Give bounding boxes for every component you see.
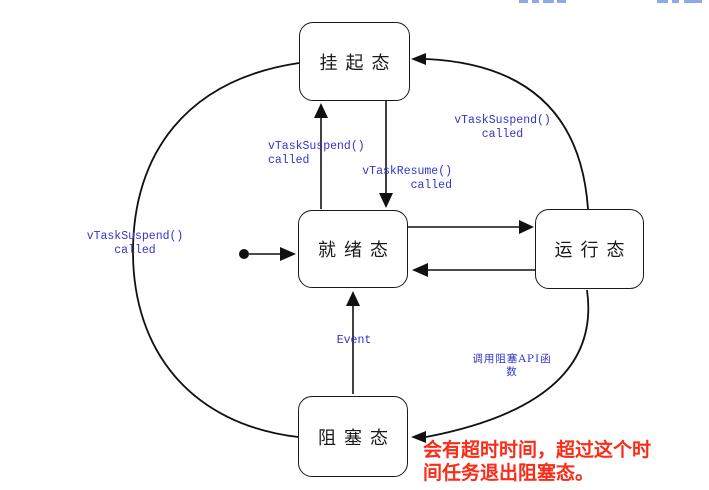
arrowhead-event-up: [346, 291, 360, 306]
arrowhead-into-running: [519, 220, 534, 234]
edge-label-line: vTaskSuspend(): [86, 230, 184, 243]
timeout-note-line: 会有超时时间，超过这个时: [423, 440, 652, 461]
arrowhead-into-suspended: [411, 53, 426, 65]
edge-label-line: vTaskSuspend(): [454, 114, 551, 127]
arrowhead-into-blocked: [411, 431, 426, 443]
state-box-ready: 就绪态: [298, 210, 408, 288]
state-box-blocked: 阻塞态: [298, 396, 408, 477]
clipped-text-fragment: [557, 0, 566, 3]
arrowhead-into-ready: [412, 263, 428, 277]
edge-label-line: 数: [506, 366, 518, 378]
state-label-running: 运行态: [554, 240, 633, 261]
state-label-ready: 就绪态: [318, 240, 396, 261]
state-label-suspended: 挂起态: [319, 52, 398, 74]
clipped-text-fragment: [684, 0, 702, 3]
state-box-suspended: 挂起态: [299, 22, 410, 101]
edge-curve-right-suspend: [425, 58, 589, 210]
initial-state-dot: [239, 249, 249, 259]
edge-label-event: Event: [328, 334, 380, 348]
edge-label-line: called: [114, 244, 156, 257]
edge-label-suspend-left: vTaskSuspend() called: [70, 230, 200, 258]
arrowhead-up-suspended: [314, 103, 328, 118]
edge-label-block-api: 调用阻塞API函 数: [460, 353, 564, 379]
arrowhead-down-ready: [379, 193, 393, 208]
clipped-text-fragment: [543, 0, 554, 3]
edge-label-line: called: [268, 154, 310, 167]
edge-label-resume-mid: vTaskResume() called: [352, 165, 452, 193]
clipped-text-fragment: [532, 0, 539, 3]
edge-label-line: Event: [336, 334, 372, 347]
timeout-note-line: 间任务退出阻塞态。: [423, 463, 595, 484]
edge-label-line: called: [481, 128, 524, 141]
clipped-text-fragment: [519, 0, 528, 3]
arrowhead-initial: [280, 247, 296, 261]
clipped-text-fragment: [672, 0, 679, 3]
clipped-text-fragment: [657, 0, 668, 3]
state-label-blocked: 阻塞态: [318, 427, 396, 449]
edge-label-suspend-mid: vTaskSuspend() called: [268, 140, 365, 168]
edge-label-line: called: [410, 179, 452, 192]
timeout-note: 会有超时时间，超过这个时 间任务退出阻塞态。: [423, 439, 651, 485]
state-box-running: 运行态: [535, 209, 644, 289]
edge-label-line: vTaskSuspend(): [268, 140, 365, 153]
edge-curve-left-suspend: [132, 62, 300, 438]
edge-label-line: vTaskResume(): [362, 165, 452, 178]
edge-curve-block-api: [425, 289, 590, 438]
edge-label-line: 调用阻塞API函: [472, 353, 552, 365]
edge-label-suspend-right: vTaskSuspend() called: [445, 114, 560, 142]
